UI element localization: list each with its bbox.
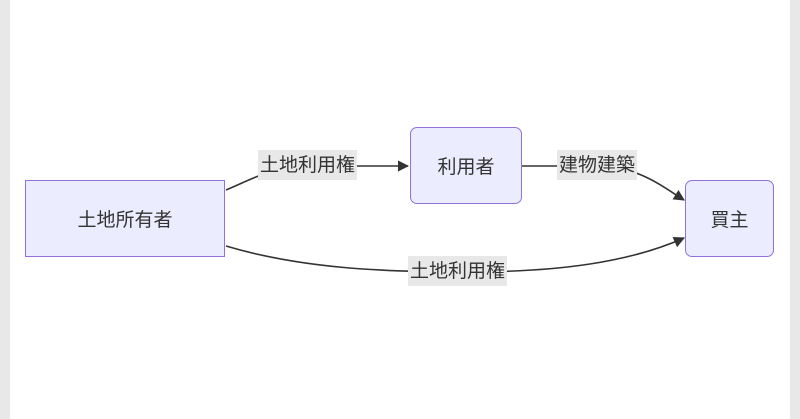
edge-label-owner-to-buyer: 土地利用権 (408, 256, 508, 286)
node-land-owner: 土地所有者 (25, 180, 225, 257)
edge-label-user-to-buyer: 建物建築 (557, 150, 638, 180)
node-land-owner-label: 土地所有者 (77, 209, 173, 231)
node-user: 利用者 (410, 127, 522, 204)
node-buyer: 買主 (685, 180, 774, 257)
edge-label-owner-to-user: 土地利用権 (258, 150, 358, 180)
node-user-label: 利用者 (437, 156, 495, 178)
node-buyer-label: 買主 (710, 209, 749, 231)
